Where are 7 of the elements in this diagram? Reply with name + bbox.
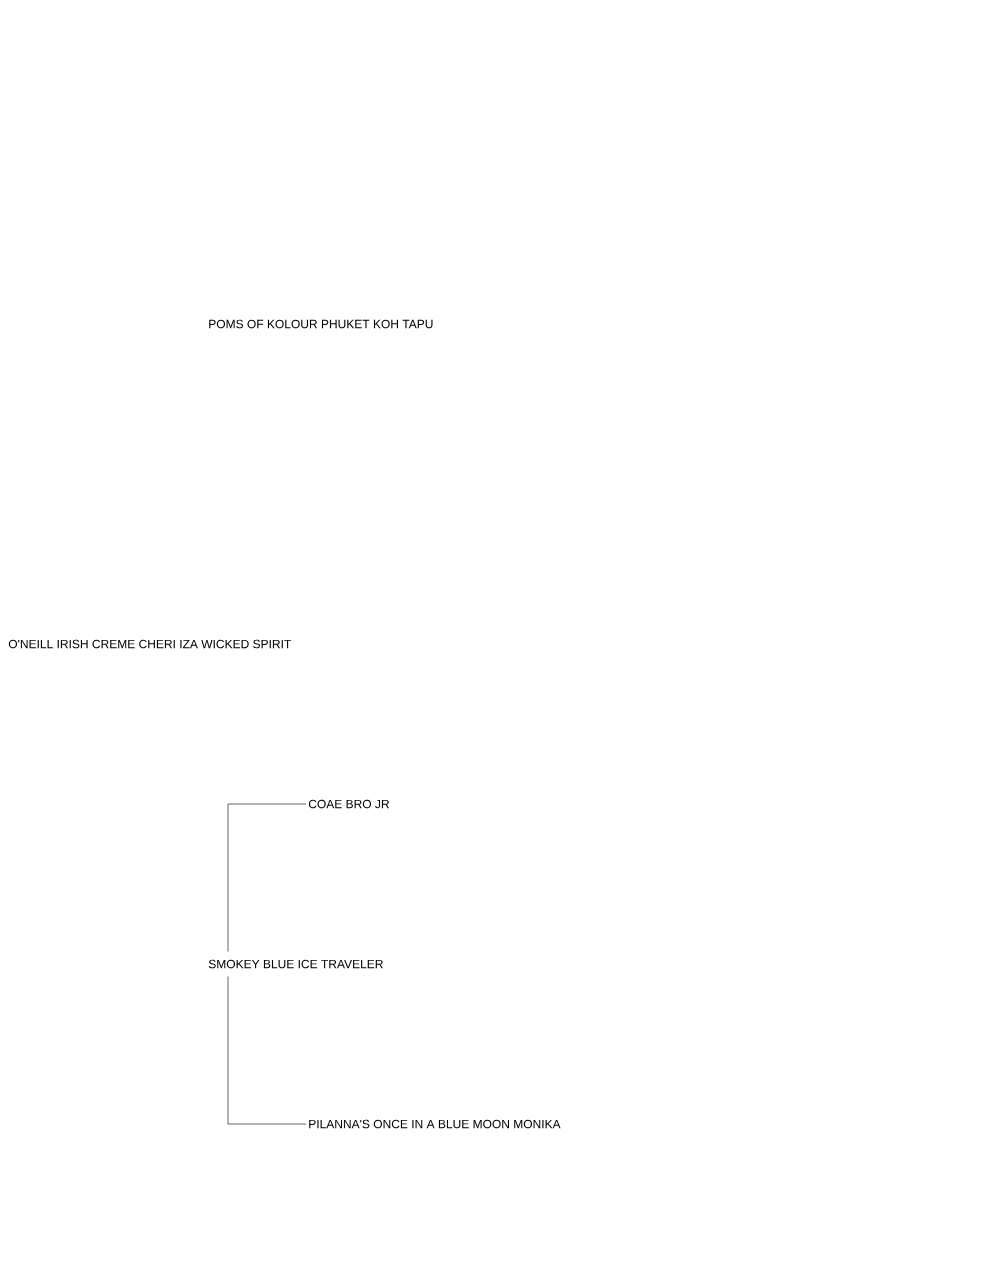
name-label: SMOKEY BLUE ICE TRAVELER <box>208 959 383 969</box>
name-label: PILANNA'S ONCE IN A BLUE MOON MONIKA <box>309 1119 561 1129</box>
name-label: POMS OF KOLOUR PHUKET KOH TAPU <box>209 319 433 329</box>
connector-line <box>227 803 307 952</box>
name-label: O'NEILL IRISH CREME CHERI IZA WICKED SPIRIT <box>8 639 291 649</box>
name-label: COAE BRO JR <box>308 799 390 809</box>
connector-line <box>227 976 307 1125</box>
